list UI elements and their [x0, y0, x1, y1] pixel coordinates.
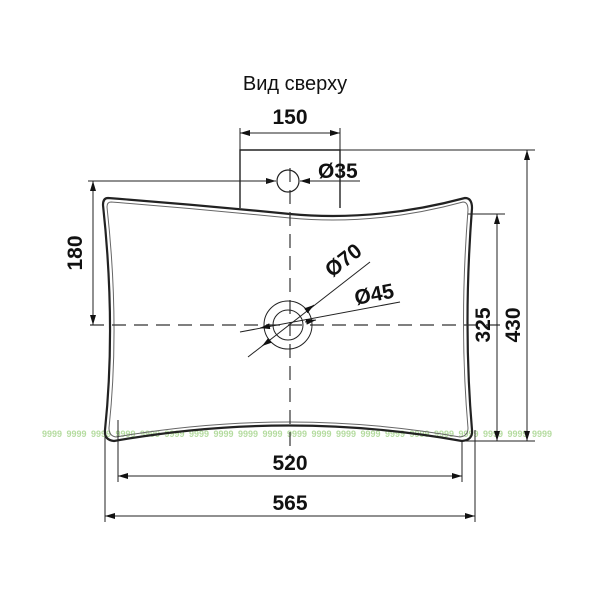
tap-to-center-label: 180	[64, 235, 87, 270]
watermark-text: 9999	[532, 429, 552, 439]
total-depth-label: 430	[502, 307, 525, 342]
watermark-text: 9999	[263, 429, 283, 439]
watermark-text: 9999	[385, 429, 405, 439]
watermark-text: 9999	[459, 429, 479, 439]
watermark-text: 9999	[483, 429, 503, 439]
inner-width-label: 520	[272, 452, 307, 475]
watermark-text: 9999	[336, 429, 356, 439]
watermark-text: 9999	[91, 429, 111, 439]
watermark-text: 9999	[508, 429, 528, 439]
view-title: Вид сверху	[243, 73, 347, 95]
drain-inner-diameter-label: Ø45	[353, 280, 397, 310]
total-width-label: 565	[272, 492, 307, 515]
drain-outer-diameter-label: Ø70	[321, 239, 366, 282]
watermark-text: 9999	[361, 429, 381, 439]
drain-inner-circle	[272, 309, 304, 341]
watermark-text: 9999	[189, 429, 209, 439]
watermark: 9999 9999 9999 9999 9999 9999 9999 9999 9999 9999…	[42, 429, 552, 439]
watermark-text: 9999	[238, 429, 258, 439]
basin-outline	[101, 149, 474, 443]
watermark-text: 9999	[214, 429, 234, 439]
watermark-text: 9999	[116, 429, 136, 439]
watermark-text: 9999	[312, 429, 332, 439]
deck-width-label: 150	[272, 106, 307, 129]
bowl-depth-label: 325	[472, 307, 495, 342]
tap-hole	[276, 169, 300, 193]
watermark-text: 9999	[140, 429, 160, 439]
tap-hole-diameter-label: Ø35	[318, 160, 358, 183]
watermark-text: 9999	[287, 429, 307, 439]
watermark-text: 9999	[67, 429, 87, 439]
watermark-text: 9999	[42, 429, 62, 439]
tap-deck-outline	[239, 149, 341, 208]
watermark-text: 9999	[165, 429, 185, 439]
